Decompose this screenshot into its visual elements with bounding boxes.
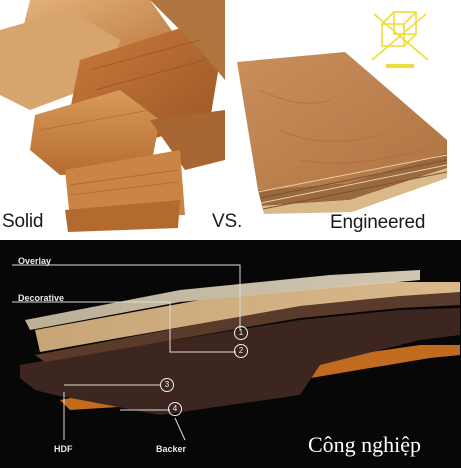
leader-lines (12, 264, 241, 441)
caption-label: Công nghiệp (308, 432, 422, 457)
layer-number-3: 3 (160, 378, 174, 392)
layer-number-1: 1 (234, 326, 248, 340)
laminate-layers (20, 270, 460, 415)
engineered-wood-board (237, 52, 448, 214)
layer-number-4: 4 (168, 402, 182, 416)
cube-logo-icon (371, 11, 429, 68)
vs-label: VS. (212, 211, 243, 232)
engineered-label: Engineered (330, 212, 426, 233)
solid-wood-planks (0, 0, 225, 232)
backer-label: Backer (156, 444, 187, 454)
hdf-label: HDF (54, 444, 73, 454)
layer-number-2: 2 (234, 344, 248, 358)
solid-label: Solid (2, 211, 44, 232)
overlay-label: Overlay (18, 256, 52, 266)
decorative-label: Decorative (18, 293, 65, 303)
